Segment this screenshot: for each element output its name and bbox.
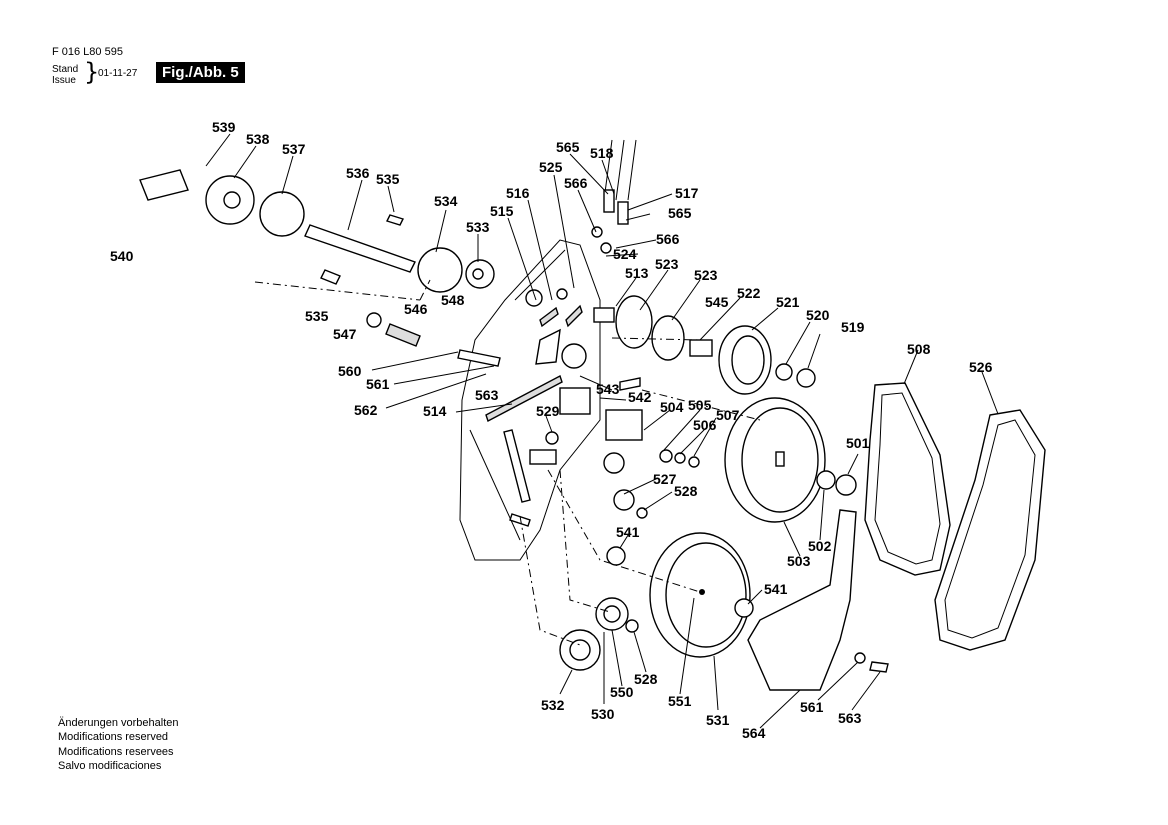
part-label: 564 [742,725,766,741]
part-label: 518 [590,145,614,161]
part-label: 563 [838,710,862,726]
part-label: 542 [628,389,652,405]
part-label: 536 [346,165,370,181]
part-label: 541 [764,581,788,597]
brace-glyph: } [84,58,100,86]
part-label: 507 [716,407,740,423]
part-label: 514 [423,403,447,419]
part-label: 532 [541,697,565,713]
issue-date: 01-11-27 [98,68,138,79]
part-label: 522 [737,285,761,301]
part-label: 515 [490,203,514,219]
stand-label: Stand [52,64,79,75]
part-label: 537 [282,141,306,157]
part-label: 534 [434,193,458,209]
part-label: 565 [556,139,580,155]
part-label: 561 [366,376,390,392]
part-label: 502 [808,538,832,554]
modification-notes: Änderungen vorbehalten Modifications res… [58,716,178,773]
part-label: 513 [625,265,649,281]
part-label: 565 [668,205,692,221]
part-label: 546 [404,301,428,317]
part-label: 543 [596,381,620,397]
part-label: 505 [688,397,712,413]
part-label: 539 [212,119,236,135]
part-label: 530 [591,706,615,722]
part-label: 545 [705,294,729,310]
drive-belts [864,382,1046,651]
part-label: 540 [110,248,134,264]
part-label: 521 [776,294,800,310]
linkage-parts [457,139,713,527]
part-label: 560 [338,363,362,379]
part-label: 503 [787,553,811,569]
part-label: 504 [660,399,684,415]
note-french: Modifications reservees [58,745,174,758]
part-label: 531 [706,712,730,728]
part-label: 548 [441,292,465,308]
part-label: 541 [616,524,640,540]
part-label: 506 [693,417,717,433]
issue-label: Issue [52,75,76,86]
belt-guard [747,509,889,691]
part-label: 551 [668,693,692,709]
part-label: 566 [564,175,588,191]
part-label: 550 [610,684,634,700]
construction-lines [419,279,761,646]
document-number: F 016 L80 595 [52,46,123,58]
part-label: 535 [376,171,400,187]
part-label: 535 [305,308,329,324]
part-label: 519 [841,319,865,335]
part-label: 528 [674,483,698,499]
part-label: 508 [907,341,931,357]
part-label: 526 [969,359,993,375]
housing-frame [459,239,601,561]
part-label: 566 [656,231,680,247]
part-label: 562 [354,402,378,418]
pulleys [559,325,857,671]
shaft-assembly [139,169,495,347]
part-label: 523 [694,267,718,283]
leader-lines [205,133,999,729]
part-label: 520 [806,307,830,323]
part-label: 529 [536,403,560,419]
part-label: 524 [613,246,637,262]
note-english: Modifications reserved [58,731,169,744]
note-spanish: Salvo modificaciones [58,759,162,772]
part-number-labels: 539 538 537 536 535 534 533 540 535 546 … [110,119,993,741]
part-label: 527 [653,471,677,487]
part-label: 501 [846,435,870,451]
stand-issue-labels: Stand Issue [52,64,78,86]
part-label: 517 [675,185,699,201]
note-german: Änderungen vorbehalten [58,717,179,729]
part-label: 528 [634,671,658,687]
part-label: 538 [246,131,270,147]
part-label: 516 [506,185,530,201]
part-label: 547 [333,326,357,342]
part-label: 525 [539,159,563,175]
part-label: 561 [800,699,824,715]
part-label: 533 [466,219,490,235]
part-label: 563 [475,387,499,403]
figure-badge: Fig./Abb. 5 [156,62,245,83]
part-label: 523 [655,256,679,272]
